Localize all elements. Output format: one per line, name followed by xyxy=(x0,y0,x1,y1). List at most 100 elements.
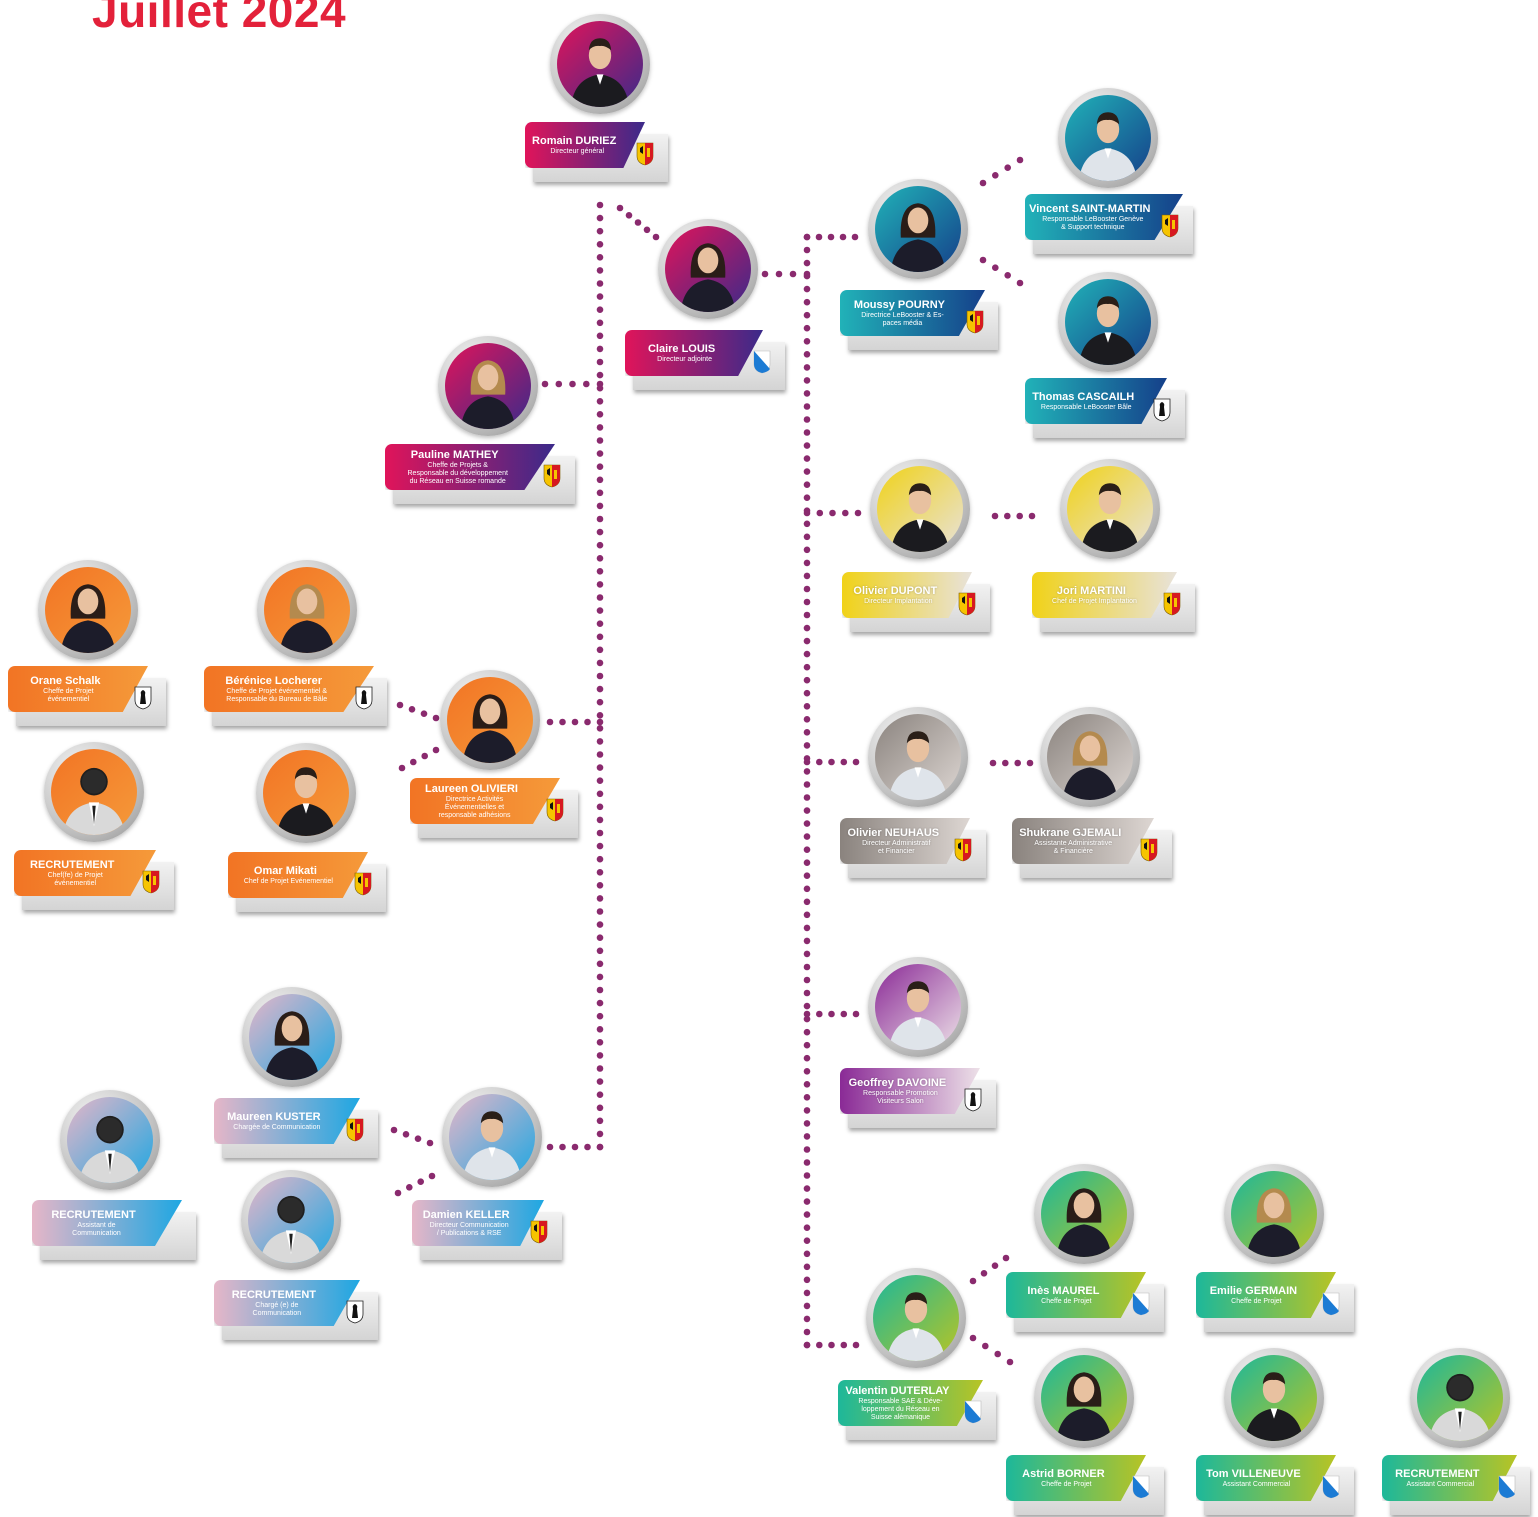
person-name: Astrid BORNER xyxy=(1022,1467,1105,1480)
person-photo xyxy=(1060,459,1160,559)
person-photo xyxy=(868,957,968,1057)
person-photo xyxy=(868,707,968,807)
person-role: Directeur général xyxy=(550,147,605,155)
person-name: Tom VILLENEUVE xyxy=(1206,1467,1301,1480)
avatar-icon xyxy=(1056,1372,1112,1441)
person-name: RECRUTEMENT xyxy=(51,1208,136,1221)
placeholder-avatar-icon xyxy=(79,1115,141,1183)
person-name: Bérénice Locherer xyxy=(225,674,322,687)
avatar-icon xyxy=(460,360,516,429)
crest-bale-icon xyxy=(1153,398,1171,422)
connector-moussy xyxy=(803,233,859,241)
person-role: Assistante Administrative & Financière xyxy=(1034,839,1113,855)
crest-geneve-icon xyxy=(346,1118,364,1142)
crest-geneve-icon xyxy=(543,464,561,488)
avatar-icon xyxy=(60,584,116,653)
crest-bale-icon xyxy=(964,1088,982,1112)
person-name: Damien KELLER xyxy=(422,1208,510,1221)
connector-valentin-ines xyxy=(969,1254,1010,1285)
crest-geneve-icon xyxy=(1140,838,1158,862)
crest-zurich-icon xyxy=(753,350,771,374)
person-name: Pauline MATHEY xyxy=(410,448,499,461)
avatar-icon xyxy=(279,584,335,653)
person-photo xyxy=(1224,1348,1324,1448)
crest-geneve-icon xyxy=(966,310,984,334)
crest-bale-icon xyxy=(346,1300,364,1324)
person-role: Chargée de Communication xyxy=(233,1123,321,1131)
connector-laureen xyxy=(546,718,604,726)
avatar-icon xyxy=(886,1292,946,1361)
crest-zurich-icon xyxy=(964,1400,982,1424)
avatar-icon xyxy=(680,243,736,312)
person-role: Directrice Activités Événementielles et … xyxy=(438,795,511,819)
person-role: Directrice LeBooster & Es- paces média xyxy=(861,311,944,327)
person-name: Geoffrey DAVOINE xyxy=(848,1076,947,1089)
person-name: RECRUTEMENT xyxy=(231,1288,317,1301)
connector-valentin-astrid xyxy=(969,1334,1014,1366)
connector-claire-spine xyxy=(761,270,811,278)
person-role: Responsable LeBooster Genève & Support t… xyxy=(1042,215,1144,231)
crest-geneve-icon xyxy=(1163,592,1181,616)
connector-olivier-dupont xyxy=(803,509,862,517)
person-photo xyxy=(1058,272,1158,372)
avatar-icon xyxy=(1078,296,1138,365)
crest-bale-icon xyxy=(134,686,152,710)
avatar-icon xyxy=(1078,112,1138,181)
person-name: Emilie GERMAIN xyxy=(1209,1284,1298,1297)
person-name: Vincent SAINT-MARTIN xyxy=(1029,202,1151,215)
person-name: RECRUTEMENT xyxy=(1395,1467,1480,1480)
placeholder-avatar-icon xyxy=(260,1195,322,1263)
crest-geneve-icon xyxy=(546,798,564,822)
person-name: Valentin DUTERLAY xyxy=(845,1384,950,1397)
person-role: Chargé (e) de Communication xyxy=(252,1301,302,1317)
avatar-icon xyxy=(570,38,630,107)
person-role: Responsable SAE & Déve- loppement du Rés… xyxy=(858,1397,943,1421)
person-name: RECRUTEMENT xyxy=(30,858,115,871)
person-photo xyxy=(658,219,758,319)
avatar-icon xyxy=(462,694,518,763)
person-role: Assistant de Communication xyxy=(72,1221,121,1237)
person-name: Inès MAUREL xyxy=(1027,1284,1100,1297)
avatar-icon xyxy=(1244,1372,1304,1441)
person-role: Cheffe de Projet événementiel xyxy=(43,687,94,703)
connector-spine-right xyxy=(803,233,811,1349)
person-photo xyxy=(38,560,138,660)
placeholder-avatar-icon xyxy=(63,767,125,835)
avatar-icon xyxy=(264,1011,320,1080)
connector-moussy-vincent xyxy=(979,156,1024,187)
person-role: Responsable Promotion Visiteurs Salon xyxy=(863,1089,938,1105)
connector-olivier-neuhaus xyxy=(803,758,860,766)
person-name: Thomas CASCAILH xyxy=(1032,390,1135,403)
person-photo xyxy=(550,14,650,114)
avatar-icon xyxy=(462,1111,522,1180)
avatar-icon xyxy=(1062,731,1118,800)
